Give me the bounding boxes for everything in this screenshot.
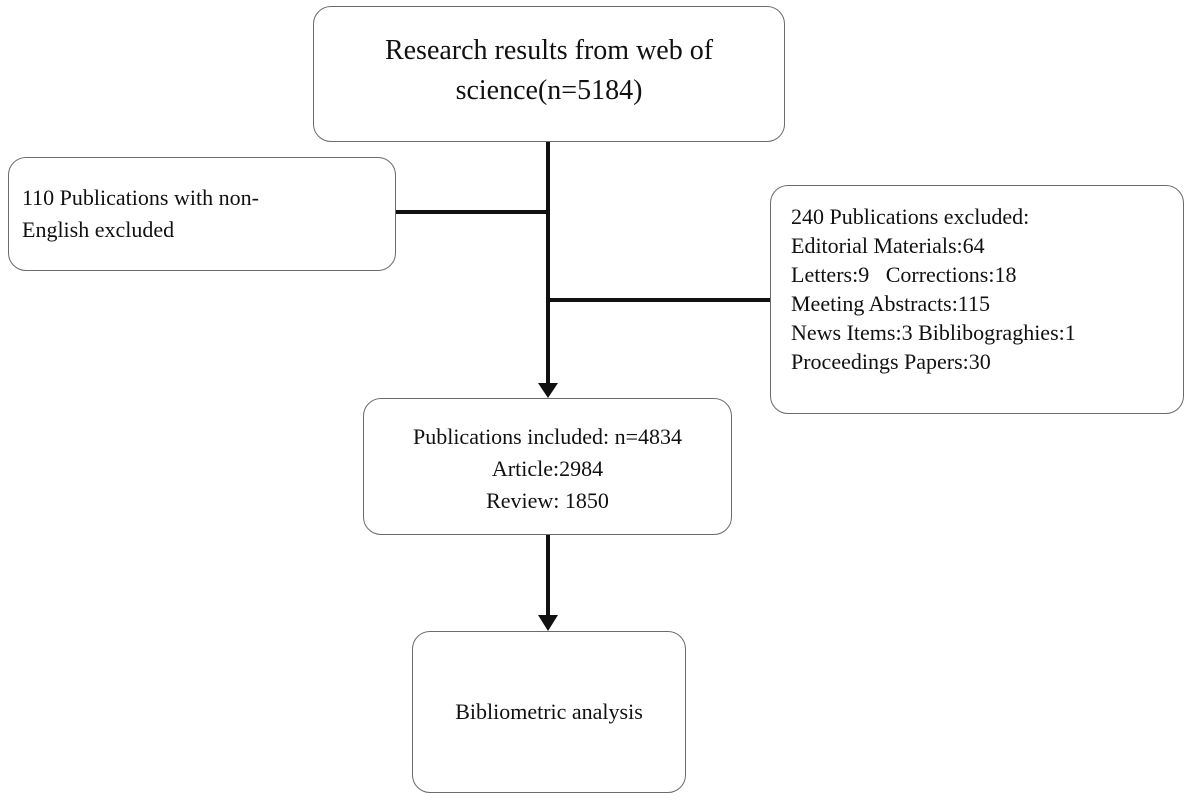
arrowhead-to-included [538, 383, 558, 398]
publications-excluded-box: 240 Publications excluded: Editorial Mat… [770, 185, 1184, 414]
included-line-review: Review: 1850 [486, 488, 609, 513]
included-line-total: Publications included: n=4834 [412, 424, 683, 449]
search-results-box: Research results from web of science(n=5… [313, 6, 785, 142]
excluded-line-news-bibliographies: News Items:3 Biblibograghies:1 [791, 320, 1076, 345]
bibliometric-analysis-box: Bibliometric analysis [412, 631, 686, 793]
non-english-excluded-text: 110 Publications with non- English exclu… [22, 185, 259, 242]
publications-included-box: Publications included: n=4834 Article:29… [363, 398, 732, 535]
excluded-line-proceedings: Proceedings Papers:30 [791, 349, 991, 374]
excluded-line-meeting-abstracts: Meeting Abstracts:115 [791, 291, 990, 316]
non-english-excluded-box: 110 Publications with non- English exclu… [8, 157, 396, 271]
included-line-article: Article:2984 [491, 456, 604, 481]
search-results-text: Research results from web of science(n=5… [384, 35, 714, 106]
bibliometric-analysis-text: Bibliometric analysis [455, 699, 643, 724]
excluded-line-letters-corrections: Letters:9 Corrections:18 [791, 262, 1017, 287]
excluded-line-heading: 240 Publications excluded: [791, 204, 1030, 229]
arrowhead-to-analysis [538, 615, 558, 631]
excluded-line-editorial: Editorial Materials:64 [791, 233, 985, 258]
